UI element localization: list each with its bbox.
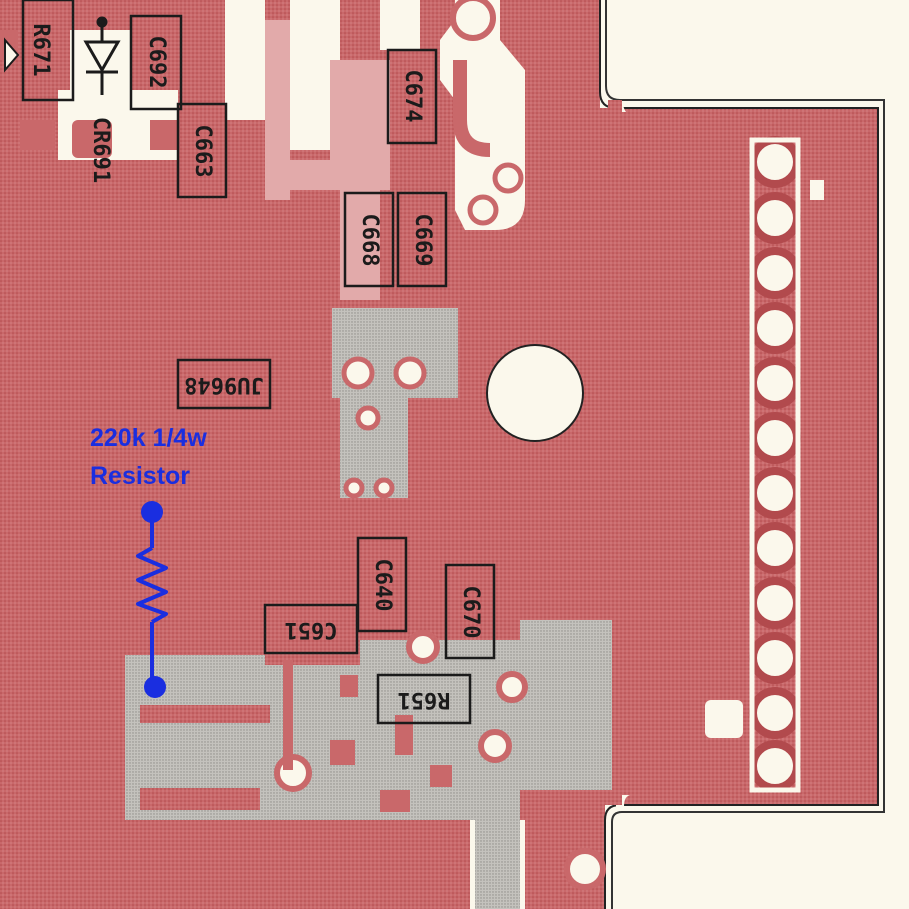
label-c663: C663 bbox=[190, 125, 215, 178]
ground-plane-center bbox=[332, 308, 458, 498]
ground-plane-lower bbox=[125, 620, 612, 909]
copper-pour-right bbox=[622, 112, 870, 795]
resistor-terminal-bottom bbox=[144, 676, 166, 698]
label-r651: R651 bbox=[398, 687, 451, 712]
silkscreen-outlines bbox=[21, 0, 496, 725]
label-c651: C651 bbox=[285, 617, 338, 642]
lower-pads bbox=[274, 630, 606, 890]
label-c669: C669 bbox=[410, 214, 435, 267]
annotation-line-2: Resistor bbox=[90, 462, 190, 490]
copper-trace-lower-2 bbox=[140, 705, 270, 723]
label-ju9648: JU9648 bbox=[184, 372, 263, 397]
center-pads bbox=[341, 356, 427, 499]
copper-trace-lower bbox=[140, 788, 260, 810]
lower-traces bbox=[283, 660, 452, 812]
copper-pour-lower-left bbox=[0, 655, 125, 909]
label-cr691: CR691 bbox=[88, 117, 113, 183]
connector-square-pad bbox=[705, 700, 743, 738]
connector-outline bbox=[749, 137, 801, 793]
trace-c674-inner bbox=[453, 60, 491, 157]
via-top bbox=[450, 0, 496, 41]
board-edge-outline bbox=[599, 0, 879, 909]
via-c674-b bbox=[467, 194, 499, 226]
board-edge-line bbox=[605, 0, 885, 909]
trace-group-top-center bbox=[265, 20, 390, 300]
annotation-line-1: 220k 1/4w bbox=[90, 424, 207, 452]
label-c640: C640 bbox=[370, 559, 395, 612]
label-c670: C670 bbox=[458, 586, 483, 639]
trace-group-top-left bbox=[58, 0, 420, 160]
diode-partial-icon bbox=[4, 37, 20, 73]
diode-cr691-icon bbox=[83, 16, 121, 95]
resistor-terminal-top bbox=[141, 501, 163, 523]
label-c668: C668 bbox=[357, 214, 382, 267]
label-c692: C692 bbox=[144, 36, 169, 89]
label-r671: R671 bbox=[28, 24, 53, 77]
mounting-hole bbox=[486, 344, 584, 442]
label-c674: C674 bbox=[400, 70, 425, 123]
board-edge-region bbox=[606, 0, 909, 909]
via-c674-a bbox=[492, 162, 524, 194]
connector-tab bbox=[810, 180, 824, 200]
